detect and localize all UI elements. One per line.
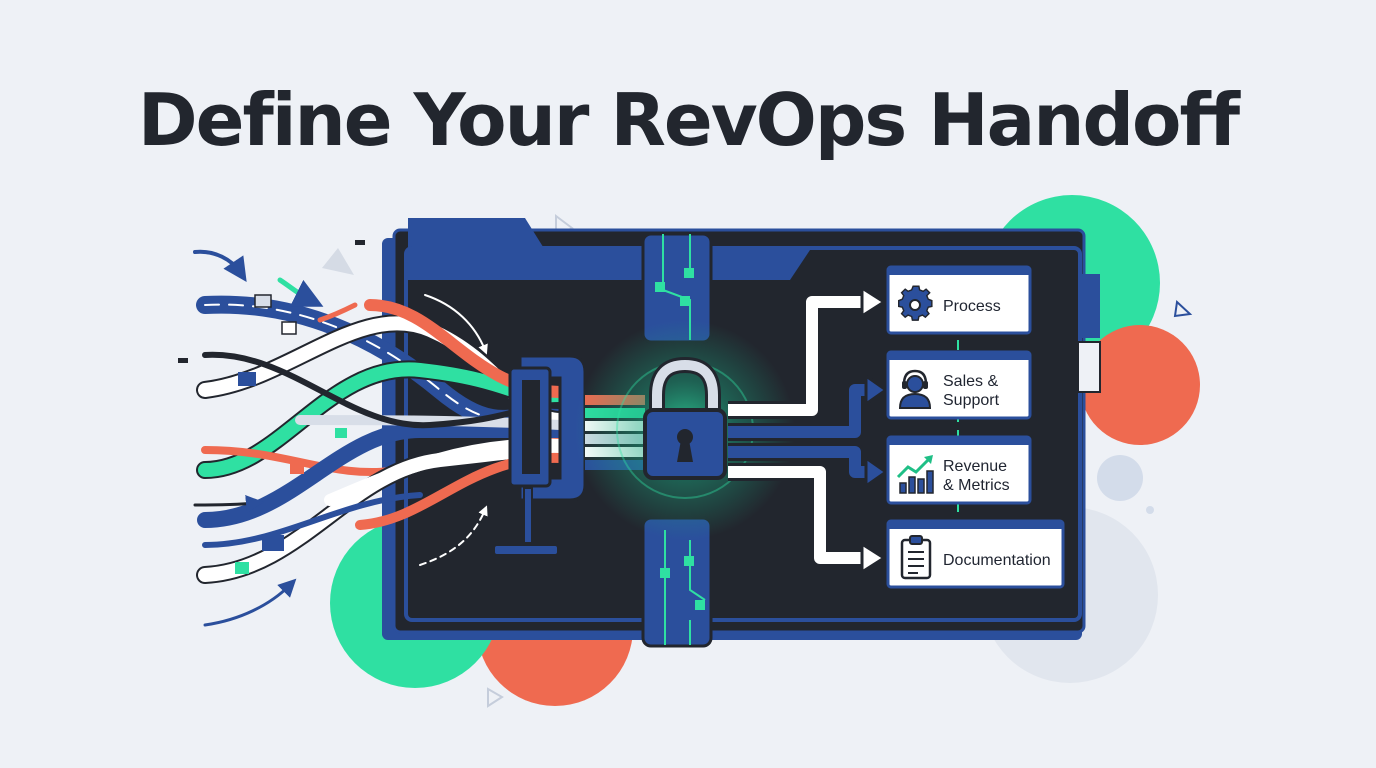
triangle-decoration: [322, 248, 354, 275]
headset-agent-icon: [898, 369, 932, 409]
card-label: Documentation: [943, 552, 1051, 569]
small-blue-circle: [1097, 455, 1143, 501]
outgoing-arrows: [728, 286, 888, 574]
clipboard-icon: [900, 535, 932, 580]
card-label-line-1: Sales &: [943, 373, 998, 390]
card-documentation: Documentation: [886, 519, 1065, 589]
card-process: Process: [886, 265, 1032, 335]
security-strap: [641, 232, 713, 648]
gear-icon: [898, 285, 933, 321]
growth-chart-icon: [896, 455, 934, 494]
card-label-line-2: & Metrics: [943, 477, 1010, 494]
folder-side-tab: [1078, 274, 1100, 338]
card-sales-support: Sales & Support: [886, 350, 1032, 420]
card-label: Process: [943, 298, 1001, 315]
triangle-decoration: [487, 687, 504, 708]
coral-circle-right: [1080, 325, 1200, 445]
card-label-line-1: Revenue: [943, 458, 1007, 475]
card-revenue-metrics: Revenue & Metrics: [886, 435, 1032, 505]
padlock-icon: [643, 356, 727, 480]
card-label-line-2: Support: [943, 392, 1000, 409]
triangle-decoration: [1173, 299, 1193, 318]
clamp-icon: [493, 354, 587, 556]
page-title: Define Your RevOps Handoff: [137, 78, 1240, 162]
